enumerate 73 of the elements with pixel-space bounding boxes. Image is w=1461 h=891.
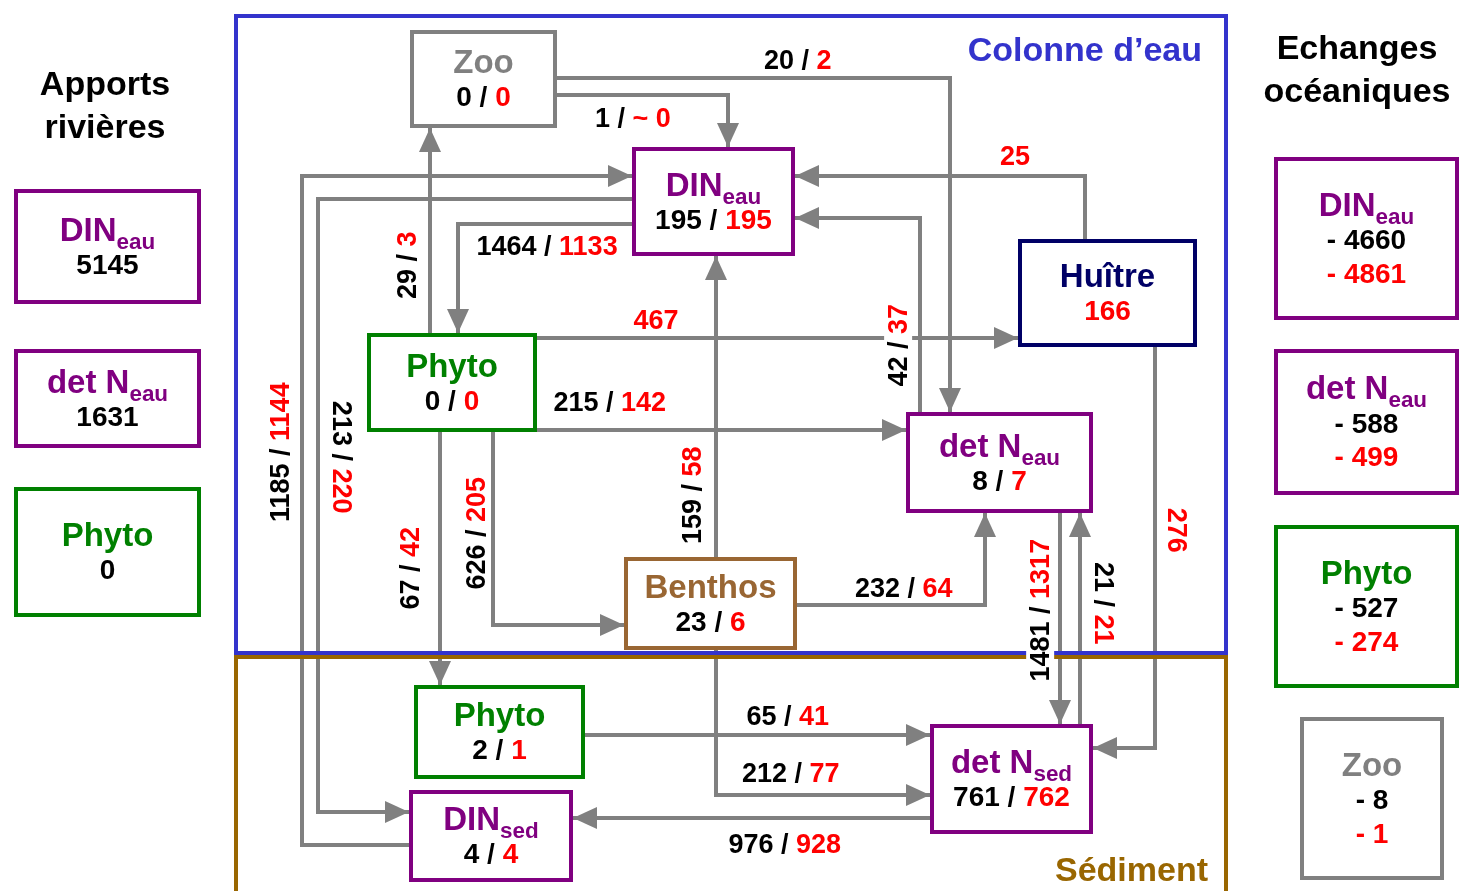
arrow [795, 207, 922, 412]
compartment-box [906, 412, 1093, 513]
flux-value: - 4861 [1326, 256, 1407, 291]
compartment-box [930, 724, 1093, 834]
arrow [705, 256, 727, 557]
column-heading: Apports rivières [38, 63, 172, 147]
compartment-name: Huître [1059, 258, 1156, 295]
compartment-box [624, 557, 797, 650]
compartment-name: Zoo [1341, 746, 1403, 784]
arrow [573, 807, 930, 829]
compartment-name: Phyto [1320, 554, 1413, 592]
compartment-name: Phyto [406, 347, 498, 384]
flux-value: - 8 [1355, 783, 1389, 817]
flux-value: - 274 [1334, 624, 1399, 659]
compartment-box [367, 333, 537, 432]
arrow [537, 327, 1018, 349]
compartment-box [1018, 239, 1197, 347]
flux-value: 761 / 762 [953, 781, 1070, 814]
arrow [429, 432, 451, 685]
compartment-box [1300, 717, 1444, 880]
zone-title: Colonne d’eau [967, 30, 1202, 69]
flux-value: 0 / 0 [424, 384, 480, 418]
flux-value: 2 / 1 [472, 733, 527, 767]
compartment-box [414, 685, 585, 779]
arrow [1049, 513, 1071, 724]
flux-value: - 527 [1334, 591, 1399, 625]
flux-value: 0 [99, 553, 116, 587]
flux-value: - 1 [1355, 816, 1389, 851]
arrow [585, 724, 930, 746]
compartment-name: det N$_{eau}$ [46, 363, 169, 400]
compartment-box [632, 147, 795, 256]
compartment-name: Benthos [644, 568, 777, 605]
flux-value: 5145 [76, 248, 139, 282]
compartment-box [14, 349, 201, 448]
compartment-name: DIN$_{eau}$ [1318, 186, 1415, 224]
flux-value: 8 / 7 [972, 464, 1027, 498]
compartment-box [14, 189, 201, 304]
arrow [537, 419, 906, 441]
arrow [557, 93, 739, 147]
flux-value: 23 / 6 [675, 604, 746, 639]
flux-value: 4 / 4 [463, 838, 519, 871]
compartment-box [1274, 349, 1459, 495]
compartment-name: DIN$_{eau}$ [59, 211, 156, 248]
compartment-name: DIN$_{eau}$ [665, 166, 762, 203]
arrow [1069, 513, 1091, 724]
flux-value: 195 / 195 [655, 203, 772, 237]
compartment-name: Phyto [61, 517, 154, 554]
compartment-box [1274, 525, 1459, 688]
compartment-name: DIN$_{sed}$ [443, 801, 539, 838]
compartment-box [410, 30, 557, 128]
zone-title: Sédiment [1054, 850, 1208, 889]
compartment-name: det N$_{sed}$ [950, 744, 1073, 781]
compartment-box [409, 790, 573, 882]
flux-value: - 4660 [1326, 224, 1407, 257]
arrow [491, 432, 624, 636]
arrow [419, 128, 441, 333]
flux-value: 0 / 0 [456, 80, 511, 114]
compartment-box [14, 487, 201, 617]
compartment-name: det N$_{eau}$ [938, 427, 1061, 464]
arrow [447, 222, 632, 333]
flux-value: 1631 [76, 400, 139, 434]
compartment-name: det N$_{eau}$ [1305, 370, 1428, 407]
flux-value: 166 [1084, 294, 1131, 328]
flux-value: - 588 [1334, 407, 1399, 441]
arrow [1093, 347, 1157, 759]
column-heading: Echanges océaniques [1262, 27, 1452, 111]
compartment-name: Zoo [453, 44, 514, 81]
flux-value: - 499 [1334, 440, 1399, 474]
compartment-name: Phyto [453, 697, 546, 734]
arrow [797, 513, 996, 607]
arrow [557, 76, 961, 412]
compartment-box [1274, 157, 1459, 320]
arrow [795, 165, 1087, 239]
